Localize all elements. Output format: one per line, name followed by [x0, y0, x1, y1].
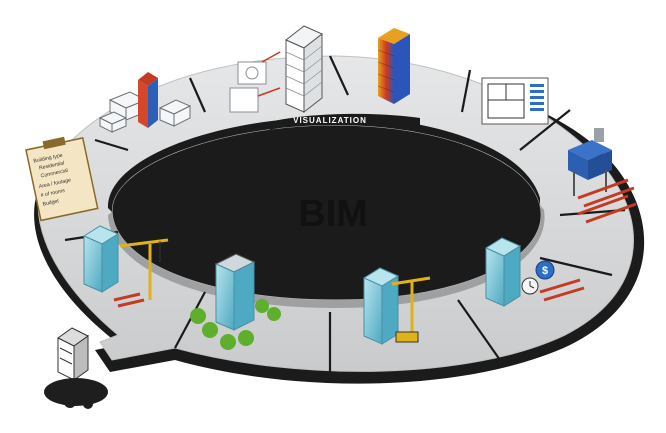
construction-crane-icon [82, 225, 169, 308]
visualization-band: VISUALIZATION [270, 113, 420, 130]
checklist-line-5: # of rooms [40, 188, 66, 199]
checklist-line-2: Residential [39, 160, 65, 171]
design-drawings-icon [229, 51, 281, 113]
completed-building-icon [190, 253, 281, 350]
massing-model-icon [98, 72, 192, 133]
demolition-rubble-icon [44, 327, 108, 409]
energy-analysis-tower-icon [377, 28, 410, 104]
prefabrication-machine-icon [568, 128, 637, 224]
renovation-site-icon [362, 267, 431, 345]
floor-plan-icon [481, 77, 549, 125]
center-title: BIM [298, 193, 368, 235]
svg-text:$: $ [542, 265, 548, 277]
white-tower-icon [285, 25, 323, 114]
operations-cost-icon: $ [484, 237, 585, 307]
ring-label: VISUALIZATION [293, 116, 367, 125]
checklist-line-3: Commercial [40, 168, 68, 180]
checklist-line-6: Budget [42, 198, 60, 207]
checklist-clipboard-icon: Building type Residential Commercial Are… [25, 136, 99, 222]
